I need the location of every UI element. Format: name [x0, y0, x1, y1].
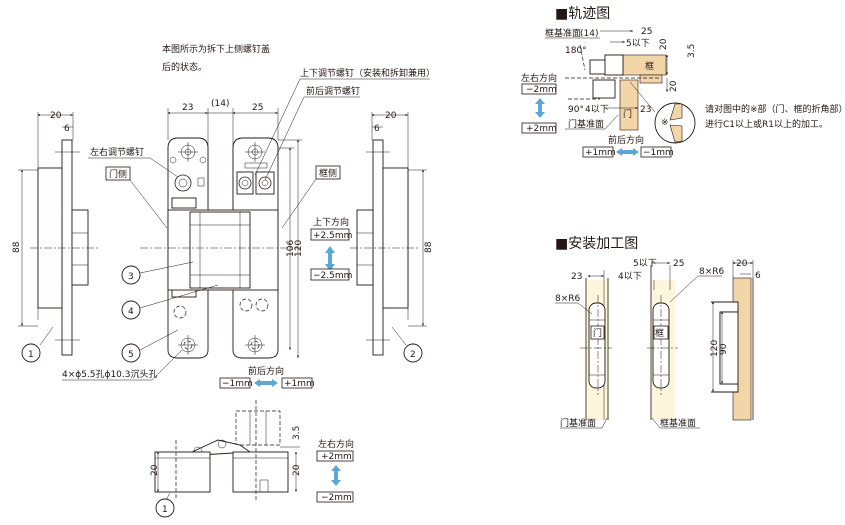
callout-front-back-screw: 前后调节螺钉 [306, 85, 360, 97]
trajectory-diagram: ■轨迹图 框基准面 (14) 25 5以下 180° 框 门 20 3.5 20… [521, 6, 845, 158]
install-frame-label: 框 [655, 327, 664, 339]
front-back-minus: −1mm [222, 379, 253, 389]
left-dim-6: 6 [64, 124, 70, 134]
left-dim-88: 88 [12, 241, 22, 253]
bottom-dim-20-right: 20 [292, 464, 302, 476]
lateral-label: 左右方向 [318, 438, 354, 450]
trajectory-door-label: 门 [623, 108, 632, 120]
lateral-plus: +2mm [321, 452, 352, 462]
lateral-minus: −2mm [321, 493, 352, 503]
part-number-1-bottom: 1 [162, 505, 168, 515]
front-callouts: 上下调节螺钉（安装和拆卸兼用） 前后调节螺钉 左右调节螺钉 门侧 框侧 3 4 … [62, 67, 435, 381]
trajectory-dim-23: 23 [640, 105, 651, 115]
install-frame-dim-5: 5以下 [633, 259, 657, 269]
front-dim-23: 23 [182, 103, 193, 113]
trajectory-dim-3-5: 3.5 [687, 44, 697, 58]
vertical-minus: −2.5mm [313, 271, 352, 281]
trajectory-angle-180: 180° [565, 46, 587, 56]
trajectory-frame-label: 框 [645, 60, 654, 72]
left-dim-20: 20 [50, 111, 62, 121]
part-number-4: 4 [128, 307, 134, 317]
callout-door-side: 门侧 [109, 168, 127, 180]
trajectory-mark: ※ [661, 118, 669, 128]
trajectory-dim-20a: 20 [659, 38, 669, 50]
trajectory-note-1: 请对图中的※部（门、框的折角部） [705, 103, 845, 115]
install-door-label: 门 [593, 327, 602, 339]
vertical-arrow-icon [325, 246, 335, 271]
bottom-view: 20 20 3.5 1 [150, 400, 302, 518]
part-number-1: 1 [28, 350, 34, 360]
front-back-label: 前后方向 [248, 365, 284, 377]
left-side-view: 20 6 88 1 [12, 111, 98, 363]
trajectory-lateral-plus: +2mm [526, 124, 557, 134]
trajectory-front-back-minus: −1mm [643, 148, 674, 158]
trajectory-dim-5: 5以下 [626, 39, 650, 49]
front-back-plus: +1mm [284, 379, 315, 389]
vertical-adjustment: 上下方向 +2.5mm −2.5mm [310, 216, 352, 281]
front-back-adjustment: 前后方向 −1mm +1mm [219, 365, 315, 389]
install-frame-radius: 8×R6 [699, 267, 725, 277]
lateral-adjustment: 左右方向 +2mm −2mm [316, 438, 354, 503]
callout-vertical-screw: 上下调节螺钉（安装和拆卸兼用） [300, 67, 435, 79]
front-dim-120: 120 [294, 240, 304, 257]
trajectory-lateral-arrow-icon [535, 98, 545, 118]
front-dim-106: 106 [286, 240, 296, 257]
front-dim-25: 25 [252, 103, 263, 113]
trajectory-door-ref: 门基准面 [568, 118, 604, 130]
install-title: ■安装加工图 [555, 236, 638, 252]
note-line-2: 后的状态。 [162, 61, 207, 73]
note-line-1: 本图所示为拆下上侧螺钉盖 [162, 43, 270, 55]
install-frame-ref: 框基准面 [660, 417, 696, 429]
trajectory-frame-ref: 框基准面 [545, 27, 581, 39]
right-dim-88: 88 [424, 241, 434, 253]
trajectory-front-back-label: 前后方向 [608, 134, 644, 146]
vertical-plus: +2.5mm [313, 231, 352, 241]
trajectory-front-back-arrow-icon [616, 148, 639, 156]
trajectory-title: ■轨迹图 [555, 6, 610, 22]
part-number-3: 3 [128, 272, 134, 282]
front-back-arrow-icon [254, 379, 278, 387]
install-door-dim-23: 23 [571, 272, 582, 282]
install-dim-90: 90 [719, 343, 729, 355]
trajectory-gap: (14) [580, 29, 598, 39]
part-number-5: 5 [128, 350, 134, 360]
vertical-label: 上下方向 [313, 216, 349, 228]
trajectory-note-2: 进行C1以上或R1以上的加工。 [705, 118, 828, 130]
callout-frame-side: 框侧 [319, 167, 337, 179]
trajectory-dim-4: 4以下 [585, 105, 609, 115]
trajectory-lateral-minus: −2mm [526, 85, 557, 95]
right-dim-6: 6 [374, 124, 380, 134]
callout-lateral-screw: 左右调节螺钉 [90, 146, 144, 158]
front-view: 23 (14) 25 [140, 99, 304, 359]
trajectory-front-back-plus: +1mm [585, 148, 616, 158]
trajectory-lateral-label: 左右方向 [521, 72, 557, 84]
bottom-dim-20-left: 20 [150, 464, 160, 476]
part-number-2: 2 [410, 350, 416, 360]
install-diagram: ■安装加工图 23 4以下 门 8×R6 门基准面 5以下 25 [555, 236, 761, 429]
install-dim-20: 20 [736, 259, 748, 269]
install-door-radius: 8×R6 [555, 294, 581, 304]
install-dim-6: 6 [755, 271, 761, 281]
right-side-view: 20 6 88 2 [350, 111, 434, 363]
install-frame-dim-25: 25 [673, 259, 684, 269]
bottom-dim-3-5: 3.5 [292, 426, 302, 440]
trajectory-dim-25: 25 [641, 27, 652, 37]
install-door-ref: 门基准面 [560, 417, 596, 429]
front-dim-14: (14) [211, 99, 229, 109]
install-dim-120: 120 [710, 340, 720, 357]
callout-holes: 4×ϕ5.5孔ϕ10.3沉头孔 [62, 369, 158, 380]
trajectory-dim-20b: 20 [669, 80, 679, 92]
lateral-arrow-icon [331, 465, 341, 486]
trajectory-angle-90: 90° [568, 105, 584, 115]
right-dim-20: 20 [385, 111, 397, 121]
install-door-dim-4: 4以下 [618, 272, 642, 282]
